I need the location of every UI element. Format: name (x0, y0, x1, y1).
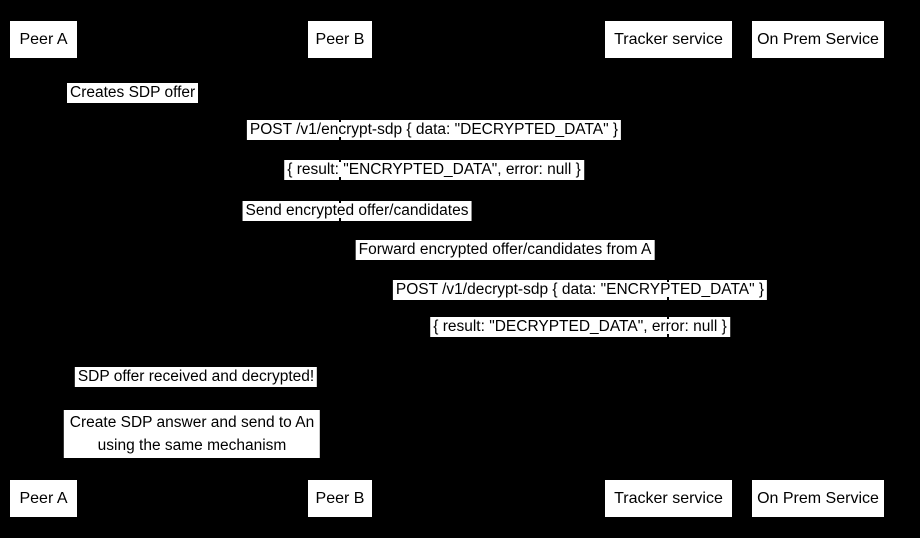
participant-on-prem-service-top: On Prem Service (752, 21, 884, 58)
message-sdp-offer-received: SDP offer received and decrypted! (74, 367, 318, 387)
message-forward-encrypted-offer: Forward encrypted offer/candidates from … (355, 240, 655, 260)
participant-peer-b-top: Peer B (308, 21, 372, 58)
lifeline-dash (339, 137, 341, 140)
participant-peer-a-top: Peer A (10, 21, 77, 58)
message-post-encrypt-sdp: POST /v1/encrypt-sdp { data: "DECRYPTED_… (246, 120, 622, 140)
lifeline-dash (667, 334, 669, 337)
participant-peer-a-bottom: Peer A (10, 480, 77, 517)
lifeline-dash (667, 279, 669, 282)
message-send-encrypted-offer: Send encrypted offer/candidates (242, 201, 472, 221)
message-result-decrypted-data: { result: "DECRYPTED_DATA", error: null … (430, 317, 730, 337)
lifeline-dash (667, 316, 669, 319)
note-create-sdp-answer: Create SDP answer and send to An using t… (63, 410, 321, 458)
participant-tracker-service-top: Tracker service (605, 21, 732, 58)
lifeline-dash (667, 297, 669, 300)
message-post-decrypt-sdp: POST /v1/decrypt-sdp { data: "ENCRYPTED_… (392, 280, 768, 300)
lifeline-dash (339, 119, 341, 122)
message-creates-sdp-offer: Creates SDP offer (67, 83, 199, 103)
lifeline-dash (339, 177, 341, 180)
lifeline-dash (339, 200, 341, 203)
lifeline-dash (339, 159, 341, 162)
participant-tracker-service-bottom: Tracker service (605, 480, 732, 517)
message-result-encrypted-data: { result: "ENCRYPTED_DATA", error: null … (284, 160, 584, 180)
participant-peer-b-bottom: Peer B (308, 480, 372, 517)
lifeline-dash (339, 218, 341, 221)
participant-on-prem-service-bottom: On Prem Service (752, 480, 884, 517)
